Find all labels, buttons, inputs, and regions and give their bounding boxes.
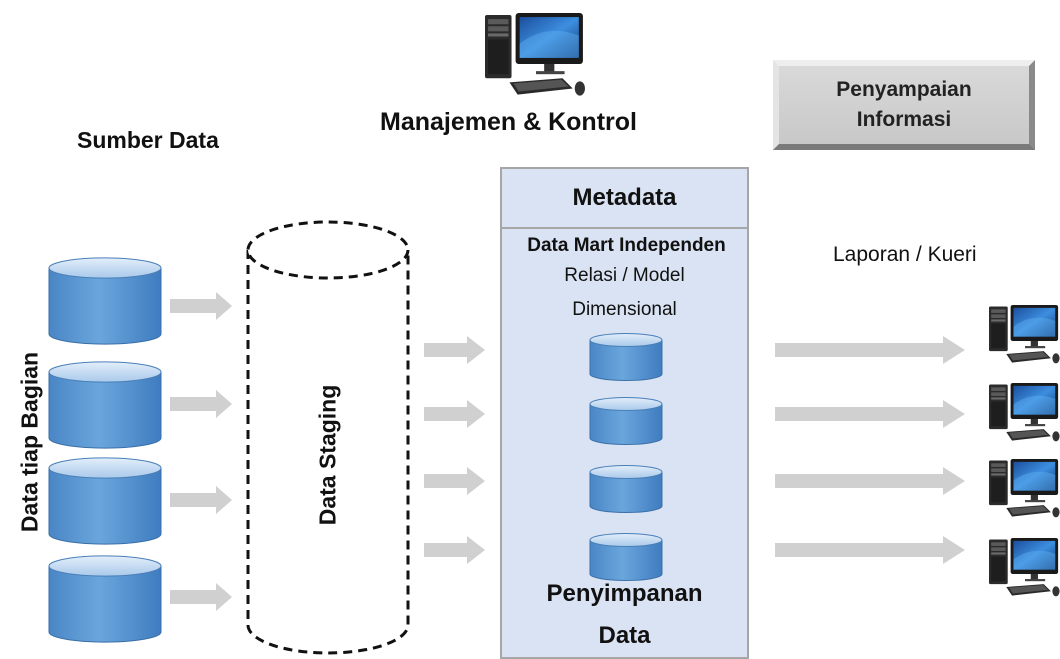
mart-database-icon-2 (589, 397, 663, 445)
model-line1: Relasi / Model (564, 265, 685, 286)
management-label: Manajemen & Kontrol (380, 108, 637, 136)
report-arrow-1 (775, 336, 965, 364)
client-computer-icon-3 (989, 459, 1060, 518)
staging-arrow-2 (424, 400, 485, 428)
source-arrow-1 (170, 292, 232, 320)
mart-title: Data Mart Independen (527, 235, 726, 256)
sources-side-label: Data tiap Bagian (16, 351, 43, 533)
source-arrow-4 (170, 583, 232, 611)
delivery-line1: Penyampaian (836, 78, 972, 101)
report-arrow-2 (775, 400, 965, 428)
report-arrow-4 (775, 536, 965, 564)
reports-label: Laporan / Kueri (833, 243, 977, 266)
source-database-icon-2 (48, 361, 162, 449)
delivery-box: Penyampaian Informasi (773, 60, 1035, 150)
metadata-header: Metadata (502, 169, 747, 229)
source-arrow-2 (170, 390, 232, 418)
client-computer-icon-1 (989, 305, 1060, 364)
staging-arrow-4 (424, 536, 485, 564)
management-computer-icon (485, 13, 585, 96)
model-line2: Dimensional (572, 299, 677, 320)
delivery-line2: Informasi (856, 108, 952, 131)
mart-database-icon-3 (589, 465, 663, 513)
storage-line2: Data (598, 622, 651, 649)
storage-line1: Penyimpanan (546, 580, 703, 607)
sources-title: Sumber Data (77, 127, 219, 153)
source-database-icon-4 (48, 555, 162, 643)
client-computer-icon-2 (989, 383, 1060, 442)
client-computer-icon-4 (989, 538, 1060, 597)
staging-label: Data Staging (314, 384, 341, 526)
source-database-icon-3 (48, 457, 162, 545)
mart-database-icon-4 (589, 533, 663, 581)
report-arrow-3 (775, 467, 965, 495)
staging-arrow-1 (424, 336, 485, 364)
source-arrow-3 (170, 486, 232, 514)
staging-arrow-3 (424, 467, 485, 495)
staging-cylinder (246, 220, 410, 655)
mart-database-icon-1 (589, 333, 663, 381)
source-database-icon-1 (48, 257, 162, 345)
